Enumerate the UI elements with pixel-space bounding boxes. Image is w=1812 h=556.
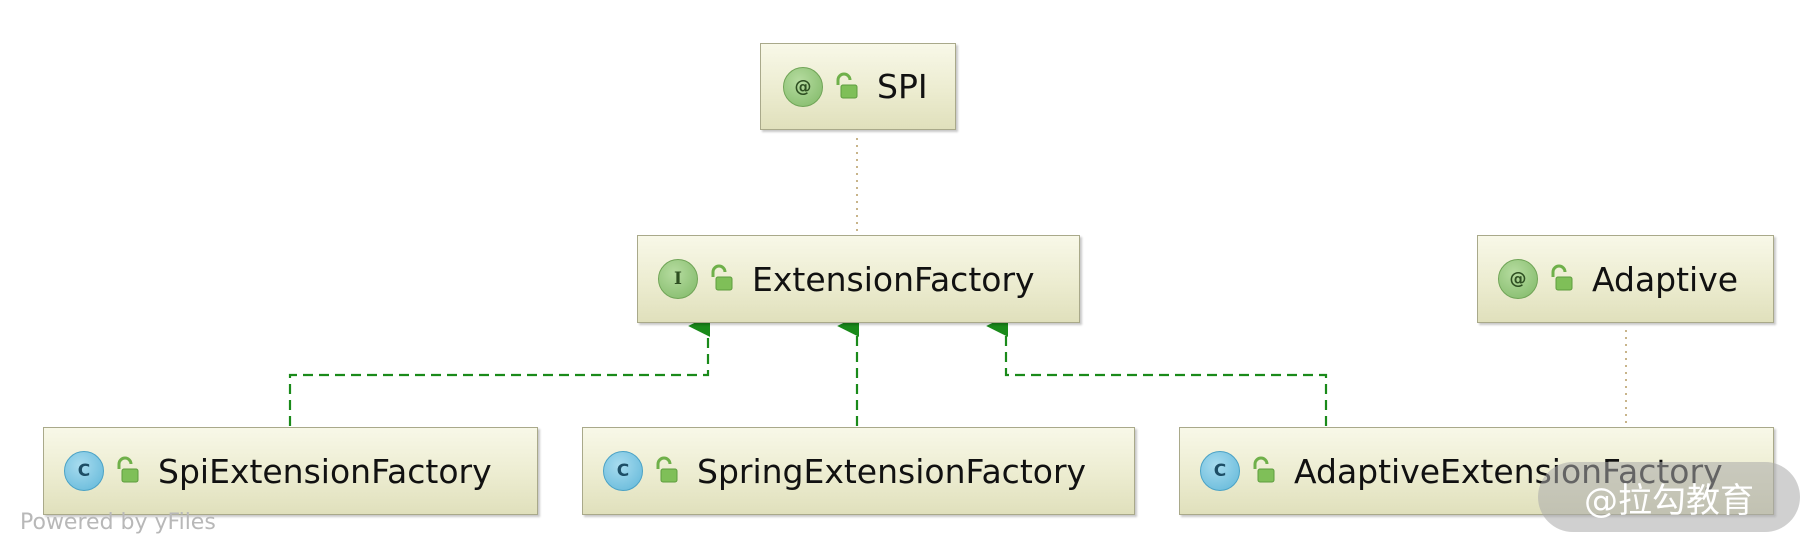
node-label: SpringExtensionFactory bbox=[697, 451, 1087, 491]
node-extension-factory[interactable]: I ExtensionFactory bbox=[637, 235, 1080, 323]
node-spi-extension-factory[interactable]: C SpiExtensionFactory bbox=[43, 427, 538, 515]
unlock-icon bbox=[711, 264, 733, 291]
class-icon: C bbox=[1200, 451, 1240, 491]
node-spring-extension-factory[interactable]: C SpringExtensionFactory bbox=[582, 427, 1135, 515]
unlock-icon bbox=[117, 456, 139, 483]
node-label: ExtensionFactory bbox=[752, 259, 1035, 299]
annotation-icon: @ bbox=[783, 66, 823, 107]
node-label: Adaptive bbox=[1592, 259, 1739, 299]
interface-icon: I bbox=[658, 259, 698, 299]
powered-by-footer: Powered by yFiles bbox=[20, 510, 216, 535]
annotation-icon: @ bbox=[1498, 259, 1538, 299]
unlock-icon bbox=[836, 72, 858, 98]
unlock-icon bbox=[1551, 264, 1573, 291]
node-label: SpiExtensionFactory bbox=[158, 451, 492, 491]
edge-adaptive-extension-factory-implements bbox=[986, 315, 1328, 426]
node-label: SPI bbox=[877, 67, 928, 106]
unlock-icon bbox=[656, 456, 678, 483]
watermark-badge: @拉勾教育 bbox=[1538, 462, 1800, 532]
edge-spi-extension-factory-implements bbox=[288, 315, 711, 426]
node-spi[interactable]: @ SPI bbox=[760, 43, 956, 130]
unlock-icon bbox=[1253, 456, 1275, 483]
class-icon: C bbox=[603, 451, 643, 491]
node-adaptive[interactable]: @ Adaptive bbox=[1477, 235, 1774, 323]
class-icon: C bbox=[64, 451, 104, 491]
